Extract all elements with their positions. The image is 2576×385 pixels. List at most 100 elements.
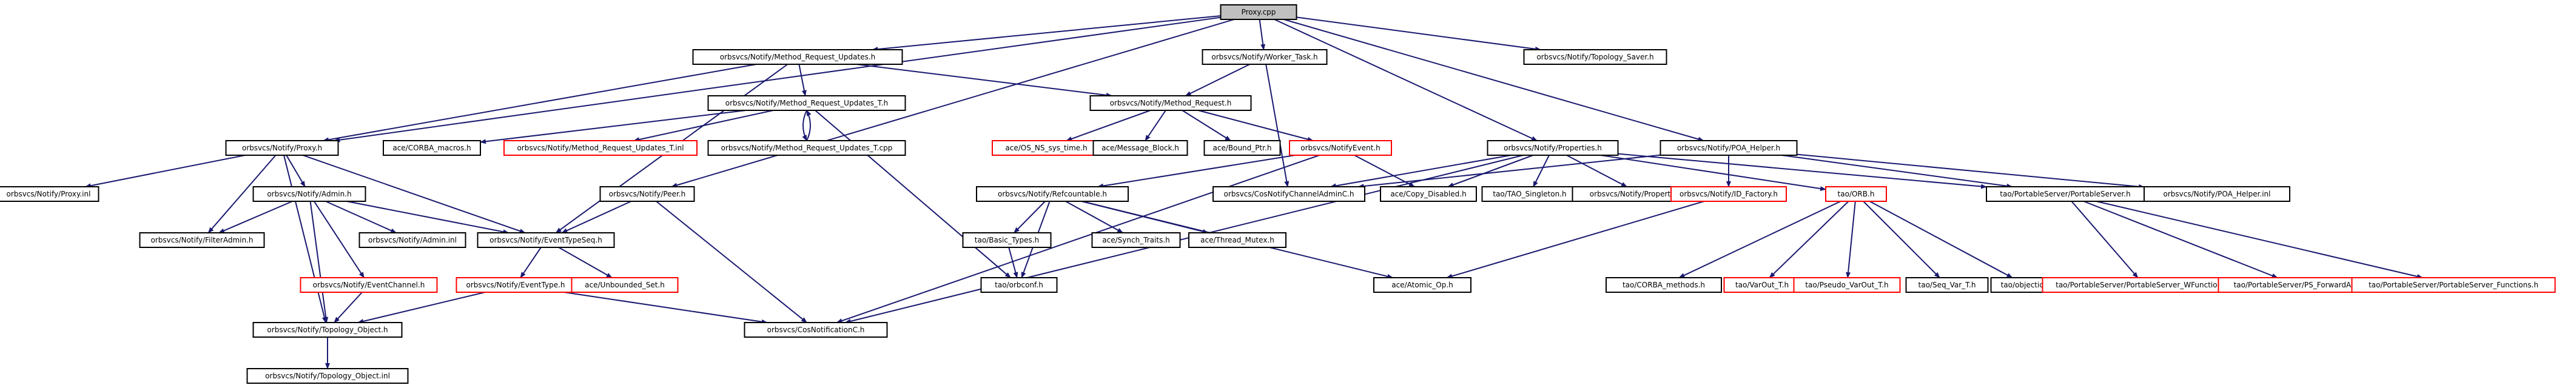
node-id-factory[interactable]: orbsvcs/Notify/ID_Factory.h — [1670, 186, 1787, 202]
node-topology-saver[interactable]: orbsvcs/Notify/Topology_Saver.h — [1523, 49, 1667, 65]
node-admin-h[interactable]: orbsvcs/Notify/Admin.h — [252, 186, 366, 202]
node-label: ace/Synch_Traits.h — [1102, 236, 1169, 244]
edge-proxy_cpp-to-topology_saver — [1296, 16, 1541, 52]
edge-proxy_cpp-to-worker_task — [1259, 19, 1266, 50]
node-event-type-seq[interactable]: orbsvcs/Notify/EventTypeSeq.h — [477, 232, 615, 248]
edge-worker_task-to-method_request — [1185, 64, 1250, 96]
node-refcountable[interactable]: orbsvcs/Notify/Refcountable.h — [976, 186, 1129, 202]
node-unbounded-set[interactable]: ace/Unbounded_Set.h — [571, 277, 679, 293]
node-ps-functions[interactable]: tao/PortableServer/PortableServer_Functi… — [2351, 277, 2556, 293]
edge-portable_server-to-ps_forwarda — [2083, 201, 2278, 278]
node-varout-t[interactable]: tao/VarOut_T.h — [1723, 277, 1801, 293]
node-filter-admin[interactable]: orbsvcs/Notify/FilterAdmin.h — [139, 232, 265, 248]
node-method-request[interactable]: orbsvcs/Notify/Method_Request.h — [1089, 95, 1252, 111]
node-box — [744, 322, 888, 338]
node-label: tao/Pseudo_VarOut_T.h — [1805, 281, 1888, 289]
node-topology-object[interactable]: orbsvcs/Notify/Topology_Object.h — [252, 322, 403, 338]
node-box — [1212, 186, 1365, 202]
edge-peer_h-to-event_type_seq — [561, 201, 632, 233]
edge-admin_h-to-event_type_seq — [346, 201, 509, 235]
node-label: orbsvcs/Notify/Method_Request_Updates_T.… — [721, 144, 893, 152]
edge-refcountable-to-basic_types — [1014, 201, 1046, 233]
node-orbconf[interactable]: tao/orbconf.h — [980, 277, 1058, 293]
node-label: tao/PortableServer/PortableServer_Functi… — [2369, 281, 2538, 289]
node-portable-server[interactable]: tao/PortableServer/PortableServer.h — [1986, 186, 2145, 202]
node-label: orbsvcs/Notify/Properties.h — [1504, 144, 1602, 152]
node-poa-helper-inl[interactable]: orbsvcs/Notify/POA_Helper.inl — [2144, 186, 2290, 202]
edge-admin_h-to-event_channel — [314, 201, 365, 278]
node-label: orbsvcs/Notify/Peer.h — [609, 190, 685, 198]
node-label: orbsvcs/Notify/Proxy.h — [242, 144, 322, 152]
edge-portable_server-to-ps_wfunctions — [2071, 201, 2139, 278]
node-tao-singleton[interactable]: tao/TAO_Singleton.h — [1481, 186, 1578, 202]
node-bound-ptr[interactable]: ace/Bound_Ptr.h — [1203, 140, 1281, 156]
node-label: tao/Seq_Var_T.h — [1919, 281, 1976, 289]
node-label: tao/TAO_Singleton.h — [1493, 190, 1566, 198]
node-thread-mutex[interactable]: ace/Thread_Mutex.h — [1188, 232, 1286, 248]
node-box — [980, 277, 1058, 293]
node-proxy-inl[interactable]: orbsvcs/Notify/Proxy.inl — [0, 186, 99, 202]
edge-properties_h-to-tao_singleton — [1533, 155, 1550, 187]
node-orb-h[interactable]: tao/ORB.h — [1825, 186, 1887, 202]
node-message-block[interactable]: ace/Message_Block.h — [1092, 140, 1188, 156]
node-seq-var-t[interactable]: tao/Seq_Var_T.h — [1905, 277, 1989, 293]
node-copy-disabled[interactable]: ace/Copy_Disabled.h — [1380, 186, 1477, 202]
node-os-ns-sys-time[interactable]: ace/OS_NS_sys_time.h — [992, 140, 1101, 156]
node-notify-event[interactable]: orbsvcs/NotifyEvent.h — [1289, 140, 1392, 156]
node-box — [1202, 49, 1328, 65]
node-mru-h[interactable]: orbsvcs/Notify/Method_Request_Updates.h — [692, 49, 903, 65]
node-mru-t-h[interactable]: orbsvcs/Notify/Method_Request_Updates_T.… — [707, 95, 906, 111]
node-atomic-op[interactable]: ace/Atomic_Op.h — [1373, 277, 1471, 293]
node-label: tao/Basic_Types.h — [975, 236, 1039, 244]
node-box — [1203, 140, 1281, 156]
node-label: orbsvcs/Notify/ID_Factory.h — [1680, 190, 1778, 198]
edge-orb_h-to-varout_t — [1769, 201, 1849, 278]
node-event-channel[interactable]: orbsvcs/Notify/EventChannel.h — [300, 277, 438, 293]
node-mru-t-inl[interactable]: orbsvcs/Notify/Method_Request_Updates_T.… — [503, 140, 698, 156]
node-box — [1380, 186, 1477, 202]
node-label: tao/CORBA_methods.h — [1623, 281, 1705, 289]
node-synch-traits[interactable]: ace/Synch_Traits.h — [1091, 232, 1181, 248]
node-box — [1670, 186, 1787, 202]
node-label: orbsvcs/Notify/Topology_Saver.h — [1536, 53, 1653, 61]
node-ps-forwarda[interactable]: tao/PortableServer/PS_ForwardA.h — [2218, 277, 2374, 293]
node-box — [0, 186, 99, 202]
node-cos-notification[interactable]: orbsvcs/CosNotificationC.h — [744, 322, 888, 338]
node-label: ace/Atomic_Op.h — [1391, 281, 1453, 289]
node-ps-wfunctions[interactable]: tao/PortableServer/PortableServer_WFunct… — [2042, 277, 2247, 293]
node-box — [1089, 95, 1252, 111]
node-peer-h[interactable]: orbsvcs/Notify/Peer.h — [599, 186, 695, 202]
node-cos-channel-admin[interactable]: orbsvcs/CosNotifyChannelAdminC.h — [1212, 186, 1365, 202]
edge-properties_h-to-orb_h — [1600, 155, 1826, 192]
node-box — [2144, 186, 2290, 202]
node-box — [139, 232, 265, 248]
node-box — [1905, 277, 1989, 293]
edge-proxy_cpp-to-mru_h — [872, 15, 1221, 52]
node-label: ace/OS_NS_sys_time.h — [1005, 144, 1087, 152]
node-event-type[interactable]: orbsvcs/Notify/EventType.h — [456, 277, 576, 293]
node-corba-methods[interactable]: tao/CORBA_methods.h — [1606, 277, 1722, 293]
node-label: orbsvcs/Notify/Method_Request_Updates_T.… — [725, 99, 888, 107]
edge-event_type-to-cos_notification — [564, 292, 768, 324]
node-mru-t-cpp[interactable]: orbsvcs/Notify/Method_Request_Updates_T.… — [707, 140, 906, 156]
node-box — [599, 186, 695, 202]
edge-layer — [84, 15, 2423, 369]
node-basic-types[interactable]: tao/Basic_Types.h — [962, 232, 1052, 248]
node-admin-inl[interactable]: orbsvcs/Notify/Admin.inl — [358, 232, 466, 248]
edge-mru_t_h-to-orbconf — [815, 110, 1011, 278]
node-topology-object-inl[interactable]: orbsvcs/Notify/Topology_Object.inl — [246, 368, 409, 384]
node-box — [1487, 140, 1619, 156]
node-proxy-cpp[interactable]: Proxy.cpp — [1220, 4, 1297, 20]
node-box — [1606, 277, 1722, 293]
node-label: tao/VarOut_T.h — [1735, 281, 1789, 289]
node-box — [2351, 277, 2556, 293]
node-proxy-h[interactable]: orbsvcs/Notify/Proxy.h — [225, 140, 339, 156]
node-pseudo-varout[interactable]: tao/Pseudo_VarOut_T.h — [1793, 277, 1901, 293]
node-corba-macros[interactable]: ace/CORBA_macros.h — [383, 140, 481, 156]
node-worker-task[interactable]: orbsvcs/Notify/Worker_Task.h — [1202, 49, 1328, 65]
node-label: ace/CORBA_macros.h — [392, 144, 471, 152]
node-properties-h[interactable]: orbsvcs/Notify/Properties.h — [1487, 140, 1619, 156]
node-poa-helper[interactable]: orbsvcs/Notify/POA_Helper.h — [1660, 140, 1798, 156]
edge-mru_h-to-proxy_h — [323, 64, 757, 142]
node-label: orbsvcs/Notify/Admin.h — [267, 190, 351, 198]
